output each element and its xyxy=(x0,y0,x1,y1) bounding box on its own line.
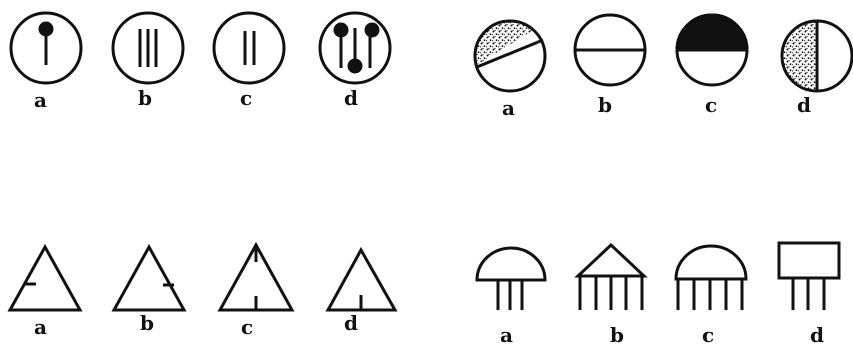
dome-legs-group xyxy=(477,243,839,310)
circle-shading-figure-b xyxy=(575,15,645,85)
circle-shading-group xyxy=(445,0,852,94)
label-group3-c: c xyxy=(241,315,253,339)
label-group3-a: a xyxy=(34,315,47,339)
label-group1-c: c xyxy=(240,86,252,110)
circle-lines-figure-a xyxy=(11,13,81,83)
label-group4-c: c xyxy=(702,323,714,347)
circle-lines-figure-c xyxy=(214,13,284,83)
dome-figure-d xyxy=(779,243,839,310)
circle-lines-group xyxy=(11,13,390,83)
triangle-ticks-group xyxy=(10,245,395,310)
triangle-figure-c xyxy=(220,245,292,310)
circle-lines-figure-b xyxy=(113,13,183,83)
triangle-figure-a xyxy=(10,247,80,310)
label-group4-b: b xyxy=(610,323,624,347)
labels: a b c d a b c d a b c d a b c d xyxy=(34,86,824,347)
dome-figure-c xyxy=(676,246,746,310)
label-group2-c: c xyxy=(705,93,717,117)
label-group1-d: d xyxy=(344,86,358,110)
circle-shading-figure-d xyxy=(780,18,852,94)
triangle-figure-d xyxy=(328,250,395,310)
dome-figure-a xyxy=(477,248,545,310)
dome-figure-b xyxy=(578,245,644,310)
label-group2-b: b xyxy=(598,93,612,117)
label-group2-d: d xyxy=(797,93,811,117)
label-group1-a: a xyxy=(34,88,47,112)
circle-shading-figure-c xyxy=(677,15,747,85)
circle-shading-figure-a xyxy=(445,0,570,91)
circle-lines-figure-d xyxy=(320,13,390,83)
label-group4-d: d xyxy=(810,323,824,347)
triangle-figure-b xyxy=(114,247,184,310)
label-group4-a: a xyxy=(500,323,513,347)
label-group1-b: b xyxy=(138,86,152,110)
label-group3-b: b xyxy=(140,311,154,335)
label-group3-d: d xyxy=(344,311,358,335)
label-group2-a: a xyxy=(502,96,515,120)
